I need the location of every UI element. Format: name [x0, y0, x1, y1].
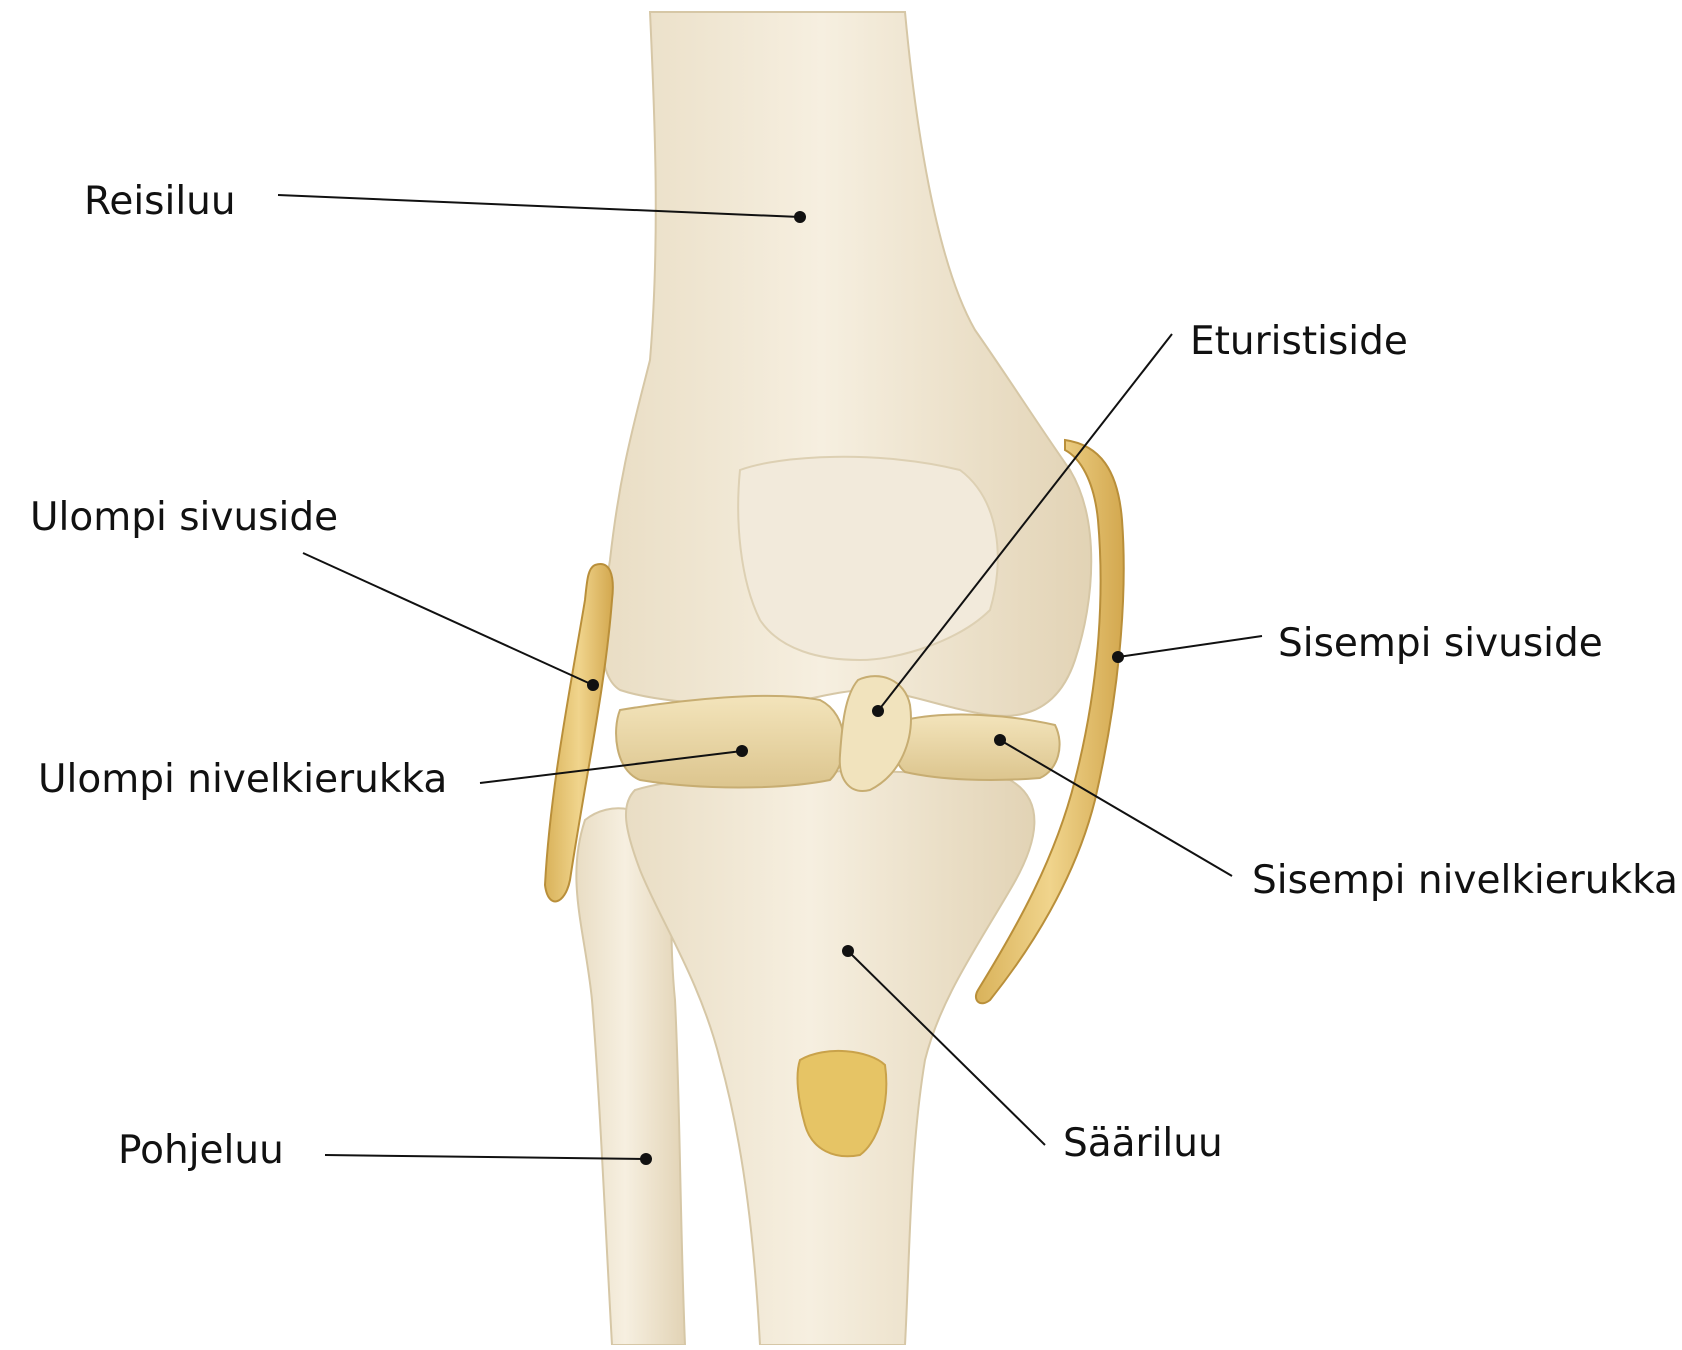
dot-pohjeluu: [640, 1153, 652, 1165]
lateral-meniscus: [616, 696, 844, 788]
medial-meniscus: [894, 715, 1059, 780]
label-reisiluu: Reisiluu: [84, 182, 236, 221]
dot-sisempi-nivelkierukka: [994, 734, 1006, 746]
dot-sisempi-sivuside: [1112, 651, 1124, 663]
dot-saariluu: [842, 945, 854, 957]
dot-ulompi-nivelkierukka: [736, 745, 748, 757]
dot-eturistiside: [872, 705, 884, 717]
label-saariluu: Sääriluu: [1063, 1124, 1223, 1163]
dot-reisiluu: [794, 211, 806, 223]
leader-sisempi-nivelkierukka: [1000, 740, 1232, 876]
label-ulompi-nivelkierukka: Ulompi nivelkierukka: [38, 760, 447, 799]
leader-ulompi-sivuside: [303, 553, 593, 685]
dot-ulompi-sivuside: [587, 679, 599, 691]
label-ulompi-sivuside: Ulompi sivuside: [30, 498, 338, 537]
label-eturistiside: Eturistiside: [1190, 322, 1408, 361]
leader-sisempi-sivuside: [1118, 636, 1262, 657]
leader-pohjeluu: [325, 1155, 646, 1159]
label-sisempi-sivuside: Sisempi sivuside: [1278, 624, 1603, 663]
label-sisempi-nivelkierukka: Sisempi nivelkierukka: [1252, 861, 1678, 900]
femur-groove-shading: [738, 457, 998, 660]
label-pohjeluu: Pohjeluu: [118, 1131, 284, 1170]
